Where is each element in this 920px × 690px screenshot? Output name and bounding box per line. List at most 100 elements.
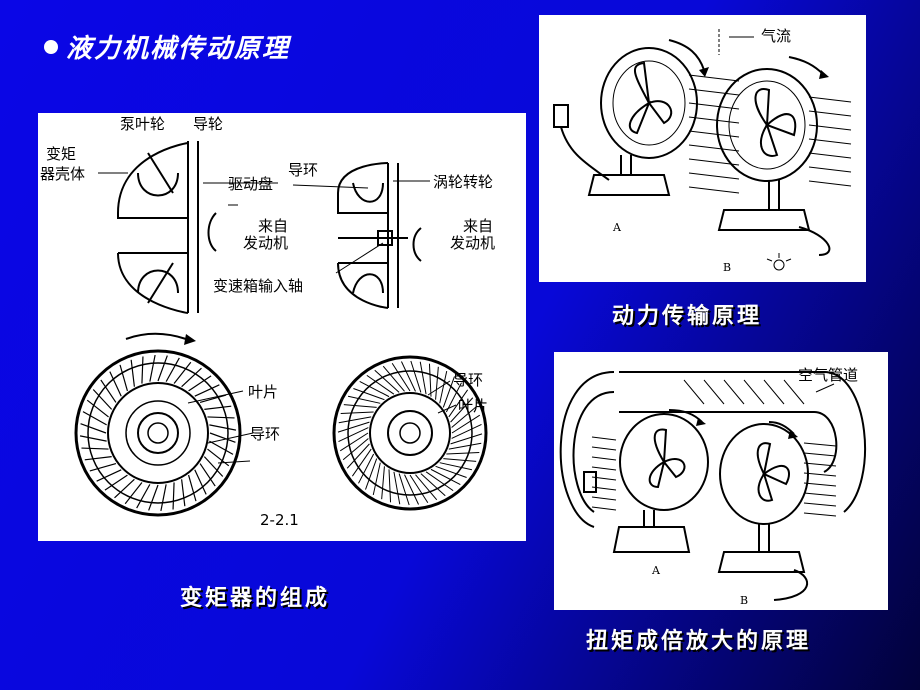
- turbine-blade: [366, 374, 395, 395]
- duct-airflow-arrows: [683, 379, 805, 405]
- airflow-line: [808, 166, 852, 173]
- airflow-line: [688, 116, 740, 124]
- label-airflow: 气流: [761, 27, 791, 45]
- airflow-line: [688, 102, 740, 110]
- turbine-blade: [410, 360, 422, 393]
- caption-left: 变矩器的组成: [180, 585, 331, 611]
- pump-blade: [173, 361, 192, 384]
- slide-title: 液力机械传动原理: [44, 28, 290, 65]
- rotation-arrow-icon: [125, 332, 187, 340]
- slide-title-text: 液力机械传动原理: [66, 34, 291, 64]
- turbine-blade: [347, 395, 381, 404]
- label-fan-a-top: A: [612, 221, 622, 234]
- turbine-blade: [445, 382, 462, 413]
- turbine-blade: [404, 474, 420, 505]
- pump-blade: [199, 394, 227, 404]
- pump-blade: [114, 478, 135, 499]
- label-figure-number: 2-2.1: [260, 511, 299, 529]
- pump-blade: [141, 356, 144, 384]
- airflow-line: [688, 130, 740, 138]
- turbine-blade: [448, 389, 469, 418]
- pump-blade: [181, 479, 186, 507]
- turbine-blade: [381, 466, 385, 500]
- pump-blade: [194, 469, 207, 495]
- turbine-blade: [450, 397, 474, 423]
- power-transmission-svg: 气流 A B: [553, 27, 852, 274]
- pump-blade: [130, 359, 135, 387]
- duct-flow-line: [591, 456, 617, 461]
- label-blade-right: 叶片: [458, 397, 488, 415]
- turbine-blade: [420, 473, 446, 497]
- pump-blade: [89, 462, 117, 472]
- airflow-lines: [688, 74, 740, 194]
- turbine-blade: [340, 411, 374, 415]
- duct-flow-line: [803, 512, 837, 517]
- label-housing-2: 器壳体: [40, 165, 85, 183]
- duct-flow-line: [803, 472, 837, 477]
- turbine-blade: [338, 416, 372, 424]
- label-drive-plate: 驱动盘: [228, 175, 273, 193]
- torque-multiplication-diagram: 空气管道 A B: [554, 352, 888, 610]
- turbine-blade: [374, 369, 400, 393]
- duct-arrow: [703, 379, 725, 405]
- turbine-blade: [393, 471, 401, 505]
- torque-converter-diagram: 泵叶轮 导轮 变矩 器壳体 驱动盘 导环 涡轮转轮 来自 发动机 来自 发动机 …: [38, 113, 526, 541]
- label-air-duct: 空气管道: [798, 366, 858, 384]
- pump-blade: [187, 474, 197, 502]
- turbine-blade: [346, 443, 370, 469]
- pump-blade: [100, 379, 117, 403]
- turbine-blade: [342, 438, 369, 461]
- turbine-blade: [398, 473, 410, 506]
- caption-right-bottom: 扭矩成倍放大的原理: [586, 628, 812, 654]
- turbine-blade: [430, 468, 461, 485]
- label-from-engine-1a: 来自: [258, 217, 288, 235]
- pump-blade: [204, 405, 232, 410]
- airflow-line: [688, 74, 740, 82]
- pump-blade: [199, 463, 216, 487]
- pump-blade: [104, 474, 128, 491]
- airflow-line: [808, 124, 852, 131]
- turbine-blade: [372, 462, 381, 496]
- duct-flow-line: [803, 492, 837, 497]
- turbine-blade: [338, 427, 369, 443]
- airflow-line: [688, 158, 740, 166]
- pump-blade: [209, 432, 236, 443]
- turbine-blade: [415, 474, 438, 501]
- pump-blade: [81, 447, 109, 450]
- turbine-blade: [365, 458, 378, 490]
- turbine-blade: [451, 414, 481, 434]
- label-guide-ring-top: 导环: [288, 161, 318, 179]
- airflow-line: [808, 180, 852, 187]
- duct-arrow: [743, 379, 765, 405]
- turbine-blade: [450, 433, 483, 445]
- duct-arrow: [723, 379, 745, 405]
- turbine-blade: [351, 448, 372, 477]
- duct-flow-line: [591, 486, 617, 491]
- airflow-line: [808, 96, 852, 103]
- duct-arrow: [783, 379, 805, 405]
- label-pump: 泵叶轮: [120, 115, 165, 133]
- pump-blade: [119, 364, 129, 392]
- label-guide-ring-right: 导环: [453, 371, 483, 389]
- bullet-icon: [44, 39, 58, 54]
- airflow-line: [688, 144, 740, 152]
- pump-blade: [96, 469, 122, 482]
- turbine-blade: [358, 453, 375, 484]
- turbine-blade: [439, 370, 448, 404]
- pump-blade: [136, 484, 151, 509]
- duct-flow-line: [803, 442, 837, 447]
- caption-right-top: 动力传输原理: [612, 303, 763, 329]
- duct-flow-line: [591, 436, 617, 441]
- airflow-line: [688, 172, 740, 180]
- turbine-blade: [443, 458, 477, 462]
- label-turbine: 涡轮转轮: [433, 173, 493, 191]
- pump-blade: [188, 375, 212, 392]
- duct-flow-line: [803, 462, 837, 467]
- turbine-blade: [337, 421, 370, 433]
- turbine-blade: [343, 404, 377, 408]
- turbine-blade: [409, 474, 429, 504]
- duct-flow-line: [803, 482, 837, 487]
- pump-blades: [79, 354, 237, 512]
- turbine-blade: [419, 361, 427, 395]
- pump-blade: [172, 482, 175, 510]
